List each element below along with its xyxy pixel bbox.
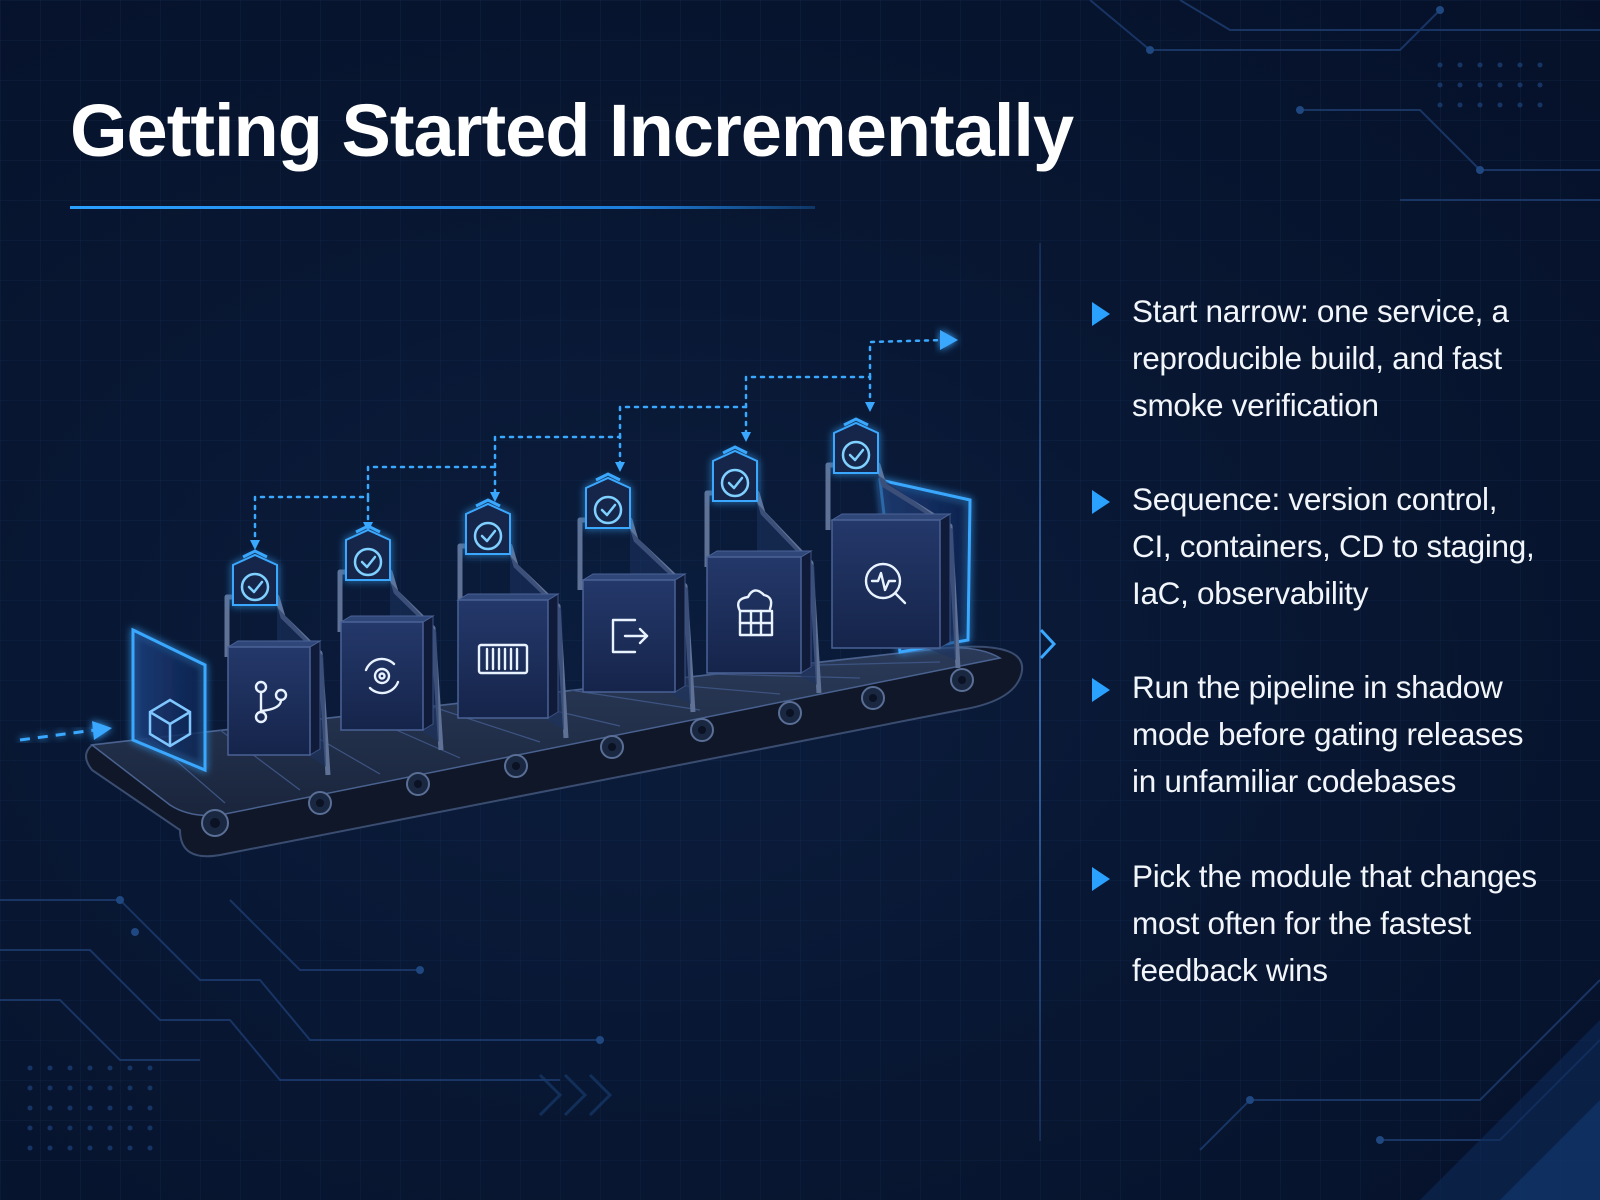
- git-branch-icon: [254, 680, 288, 724]
- check-badge-icon: [585, 472, 631, 529]
- page-title: Getting Started Incrementally: [70, 89, 1074, 172]
- input-arrow: [19, 721, 112, 742]
- bullet-text: Pick the module that changes most often …: [1132, 858, 1537, 988]
- input-panel: [131, 627, 207, 773]
- pipeline-stage: [224, 549, 331, 776]
- column-divider: [1039, 243, 1041, 1141]
- container-icon: [477, 643, 529, 675]
- stage-box: [831, 519, 941, 649]
- pipeline-stages: [224, 417, 961, 776]
- triangle-bullet-icon: [1092, 867, 1110, 891]
- flow-connectors: [253, 338, 947, 547]
- bullet-text: Run the pipeline in shadow mode before g…: [1132, 669, 1524, 799]
- chevron-right-icon: [1039, 628, 1057, 660]
- cloud-grid-icon: [737, 589, 774, 637]
- package-cube-icon: [148, 698, 192, 748]
- bullet-item: Run the pipeline in shadow mode before g…: [1090, 664, 1580, 805]
- check-badge-icon: [465, 498, 511, 555]
- bullet-item: Sequence: version control, CI, container…: [1090, 476, 1580, 617]
- pipeline-stage: [456, 498, 569, 739]
- stage-box: [706, 556, 802, 674]
- pipeline-stage: [577, 472, 696, 713]
- bullet-list: Start narrow: one service, a reproducibl…: [1090, 288, 1580, 994]
- pipeline-stage: [825, 417, 961, 669]
- bullet-item: Start narrow: one service, a reproducibl…: [1090, 288, 1580, 429]
- bullet-text: Sequence: version control, CI, container…: [1132, 481, 1535, 611]
- stage-box: [457, 599, 549, 719]
- monitor-search-icon: [864, 562, 907, 605]
- stage-box: [227, 646, 311, 756]
- pipeline-diagram: [19, 330, 1023, 858]
- triangle-bullet-icon: [1092, 490, 1110, 514]
- stage-box: [340, 621, 424, 731]
- check-badge-icon: [232, 549, 278, 606]
- check-badge-icon: [712, 445, 758, 502]
- check-badge-icon: [833, 417, 879, 474]
- gear-cycle-icon: [364, 657, 400, 695]
- check-badge-icon: [345, 524, 391, 581]
- title-underline: [70, 206, 815, 209]
- triangle-bullet-icon: [1092, 678, 1110, 702]
- bullet-text: Start narrow: one service, a reproducibl…: [1132, 293, 1509, 423]
- pipeline-stage: [704, 445, 822, 694]
- pipeline-stage: [337, 524, 444, 751]
- bullet-item: Pick the module that changes most often …: [1090, 853, 1580, 994]
- triangle-bullet-icon: [1092, 302, 1110, 326]
- deploy-arrow-icon: [611, 618, 649, 654]
